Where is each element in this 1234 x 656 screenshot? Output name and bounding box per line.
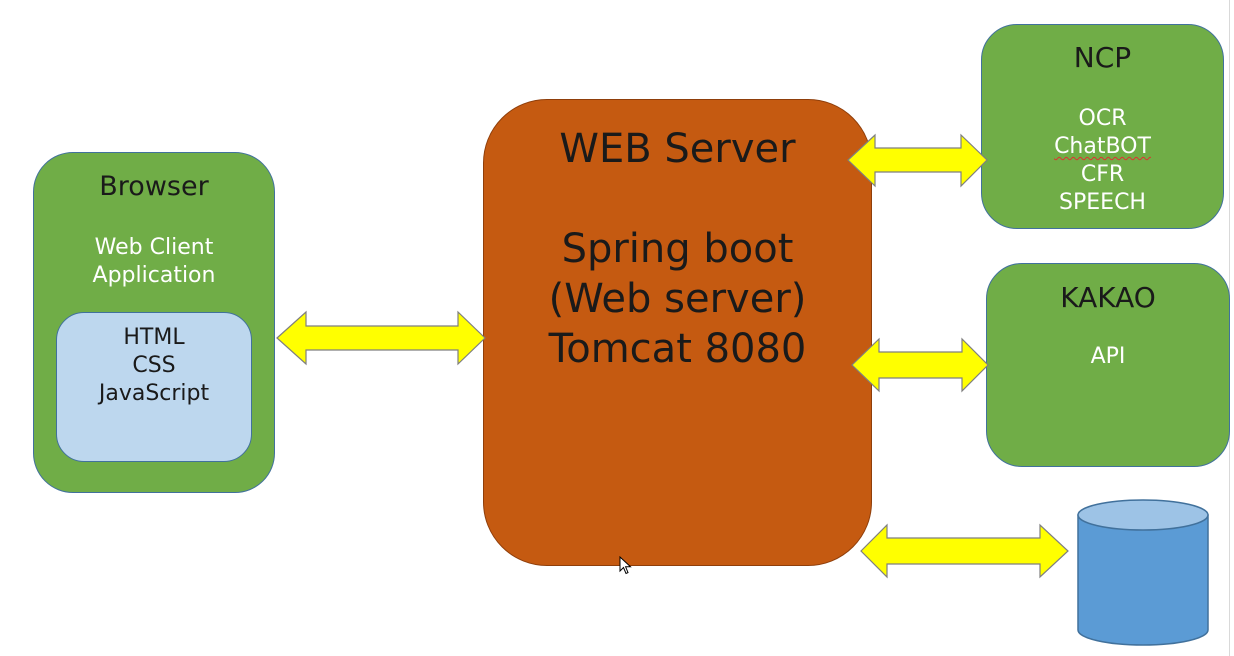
tech-html: HTML	[123, 325, 185, 350]
kakao-title: KAKAO	[1060, 281, 1156, 314]
arrow-webserver-database	[860, 523, 1069, 579]
mouse-cursor-icon	[619, 556, 632, 575]
web-server-line-webserver: (Web server)	[548, 276, 807, 322]
tech-javascript: JavaScript	[98, 381, 210, 406]
web-server-line-spring: Spring boot	[561, 226, 794, 272]
kakao-box: KAKAO API	[986, 263, 1230, 467]
browser-title: Browser	[99, 171, 209, 202]
browser-subtitle-line2: Application	[92, 263, 216, 288]
kakao-item-api: API	[1090, 344, 1126, 369]
tech-css: CSS	[132, 353, 176, 378]
ncp-item-ocr: OCR	[1078, 106, 1127, 131]
web-server-line-tomcat: Tomcat 8080	[548, 326, 807, 372]
web-server-box: WEB Server Spring boot (Web server) Tomc…	[483, 99, 872, 566]
ncp-title: NCP	[1073, 41, 1132, 74]
ncp-item-chatbot: ChatBOT	[1054, 134, 1151, 159]
browser-subtitle-line1: Web Client	[94, 235, 214, 260]
ncp-box: NCP OCR ChatBOT CFR SPEECH	[981, 24, 1224, 229]
ncp-item-cfr: CFR	[1080, 162, 1125, 187]
ncp-item-speech: SPEECH	[1059, 190, 1146, 215]
arrow-browser-webserver	[276, 310, 486, 366]
web-client-tech-box: HTML CSS JavaScript	[56, 312, 252, 462]
web-server-title: WEB Server	[559, 126, 796, 172]
arrow-webserver-ncp	[847, 133, 988, 188]
ncp-item-chatbot-row: ChatBOT	[982, 134, 1223, 159]
database-cylinder	[1077, 499, 1209, 646]
browser-box: Browser Web Client Application HTML CSS …	[33, 152, 275, 493]
arrow-webserver-kakao	[851, 337, 989, 393]
